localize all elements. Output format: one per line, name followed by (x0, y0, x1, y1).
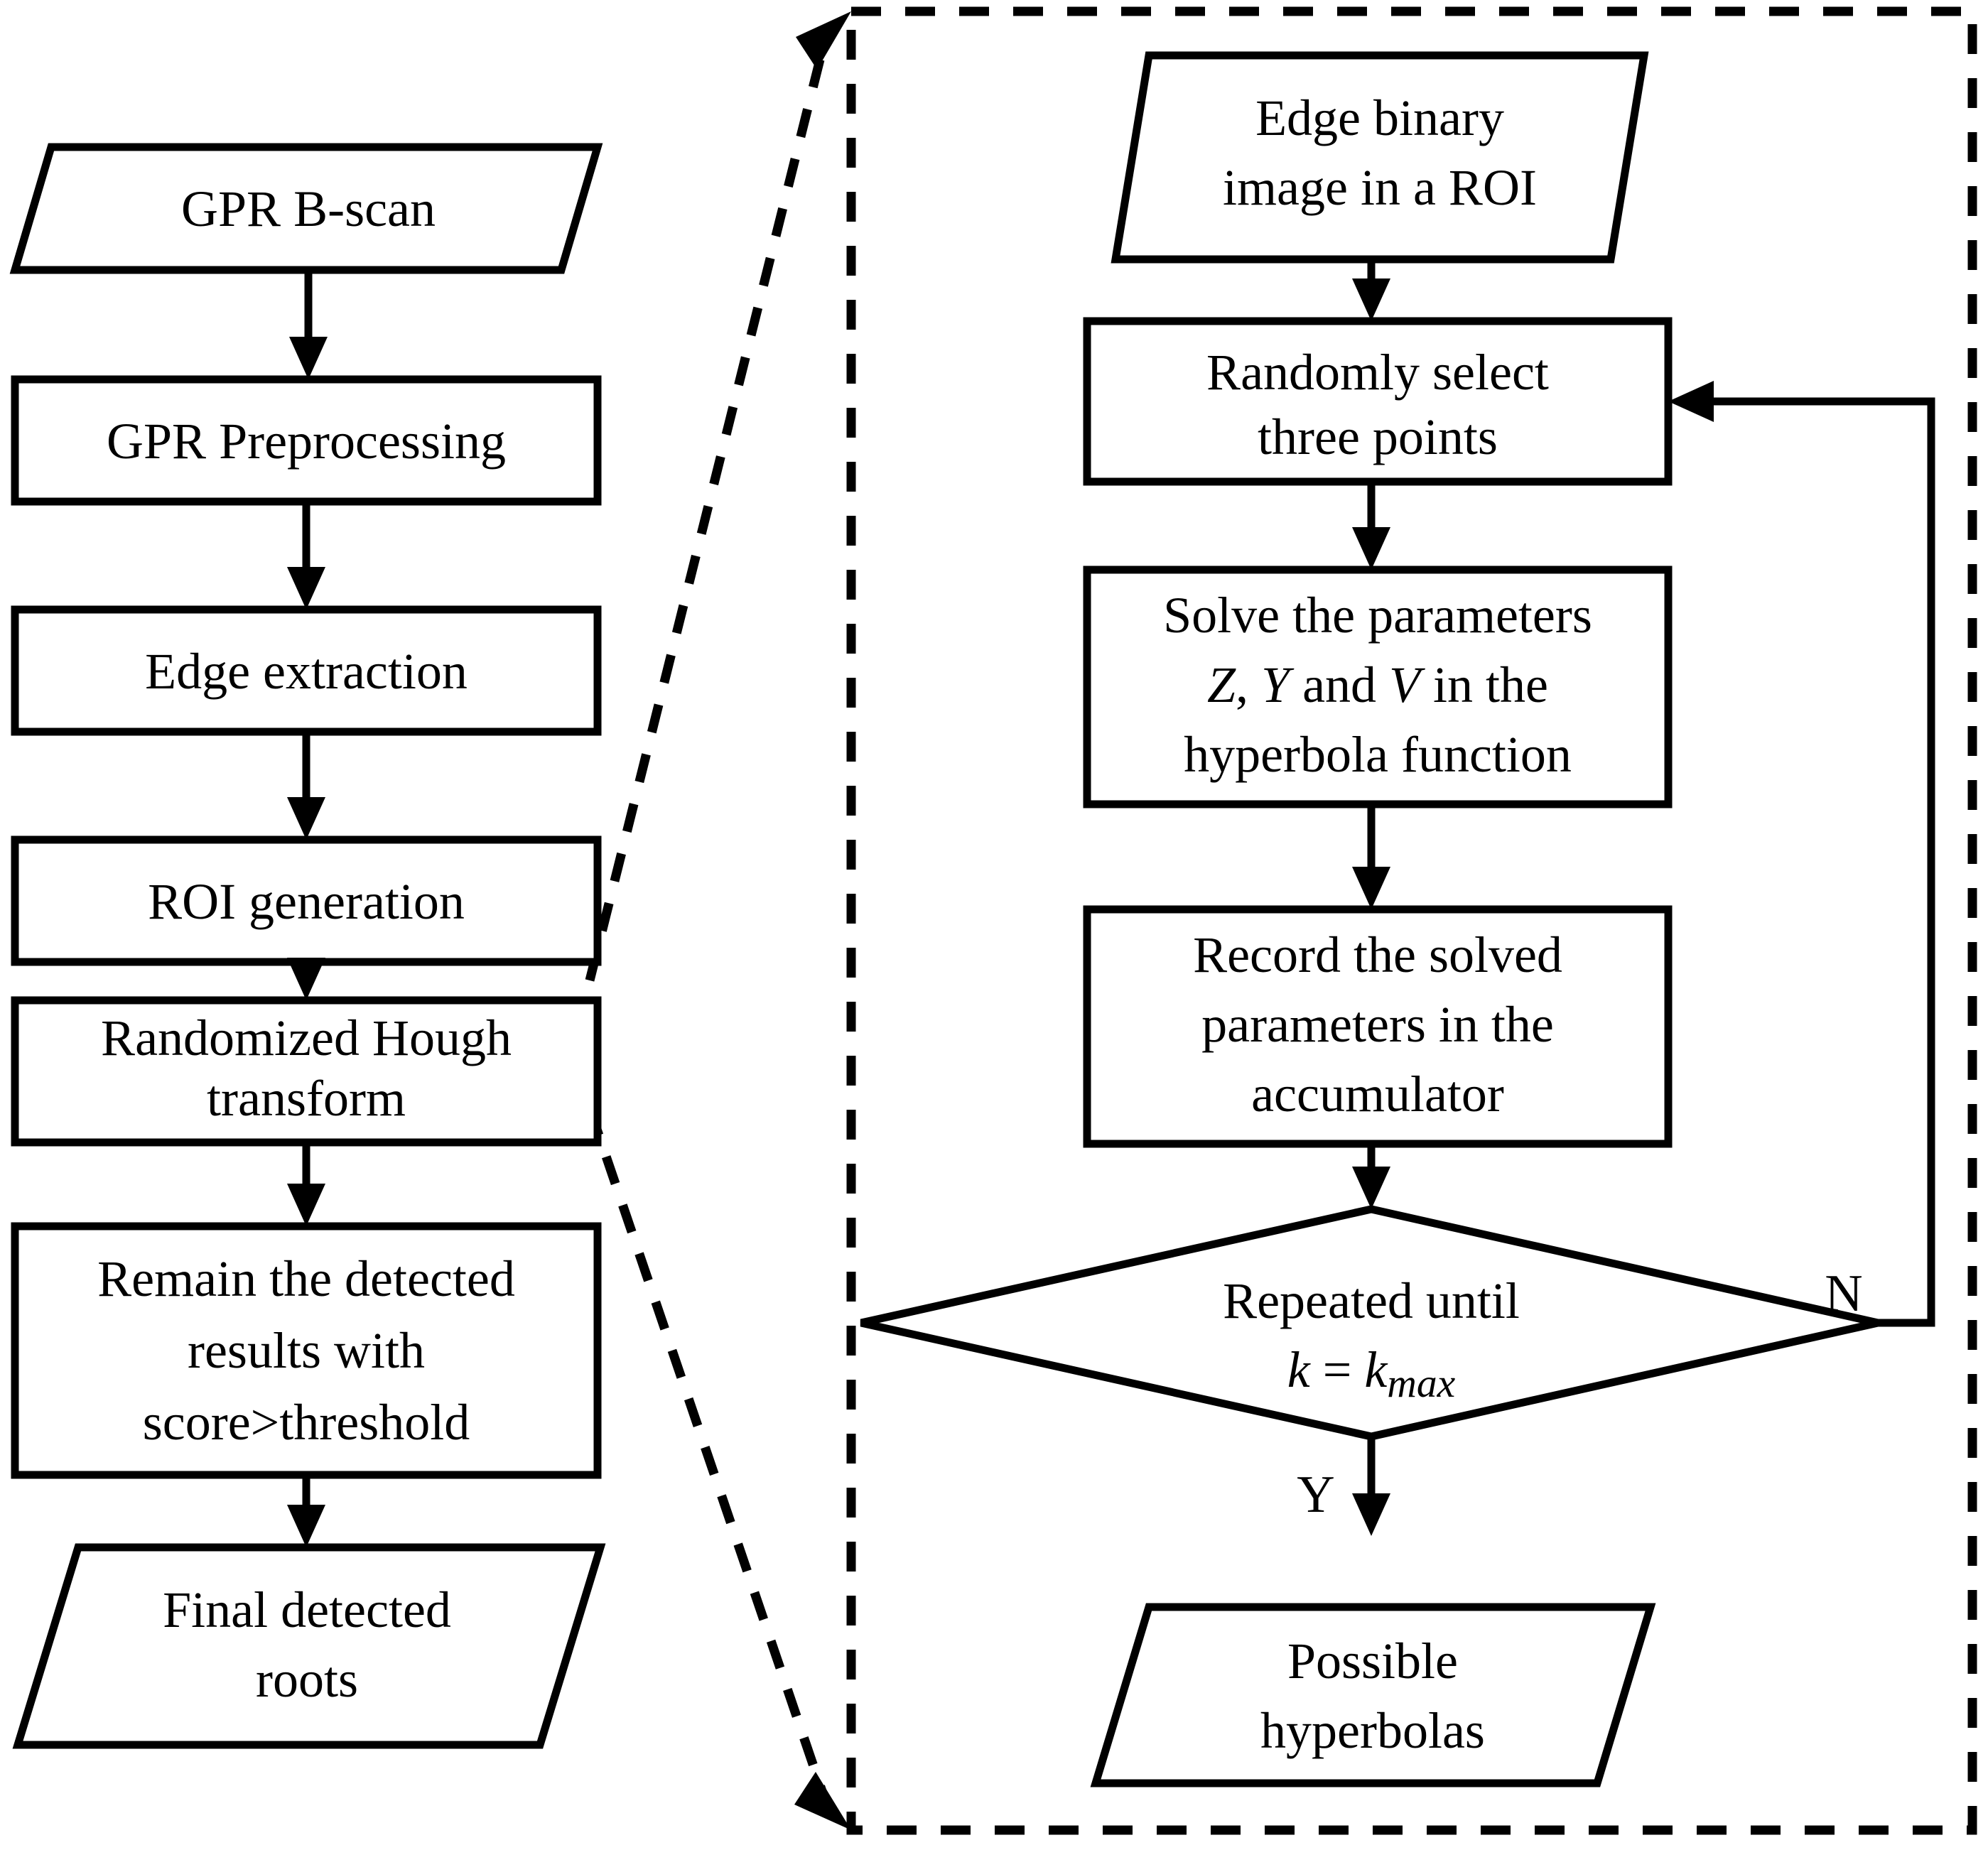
node-gpr-preprocessing-label: GPR Preprocessing (107, 413, 506, 470)
node-randomized-hough-transform-label-2: transform (207, 1070, 406, 1127)
node-record-solved-parameters-label-3: accumulator (1251, 1066, 1504, 1123)
node-record-solved-parameters[interactable] (1083, 905, 1673, 1148)
arrow-binary-to-random-select (1352, 278, 1390, 321)
node-solve-the-parameters[interactable] (1083, 566, 1673, 808)
node-edge-extraction-label: Edge extraction (145, 643, 468, 700)
var-z: Z (1207, 656, 1236, 713)
node-randomized-hough-transform-label: Randomized Hough (101, 1010, 512, 1066)
arrow-bscan-to-preprocessing (289, 337, 328, 379)
node-possible-hyperbolas-label: Possible (1287, 1633, 1458, 1689)
node-solve-the-parameters-line2: Z, Y and V in the (1207, 656, 1548, 713)
node-randomly-select-three-points-label-2: three points (1258, 409, 1498, 465)
node-remain-detected-results-label-2: results with (188, 1322, 425, 1379)
callout-line-top (585, 41, 829, 982)
node-final-detected-roots[interactable] (12, 1543, 606, 1749)
node-repeated-until-decision-line1: Repeated until (1223, 1272, 1520, 1329)
arrow-roi-to-hough (287, 958, 325, 1000)
node-record-solved-parameters-label: Record the solved (1193, 926, 1562, 983)
node-edge-binary-image-label-2: image in a ROI (1223, 159, 1537, 216)
arrow-preprocessing-to-edge-extraction (287, 567, 325, 610)
node-gpr-preprocessing[interactable] (11, 375, 602, 506)
node-edge-binary-image-label: Edge binary (1255, 90, 1504, 146)
node-solve-the-parameters-line1: Solve the parameters (1163, 587, 1592, 644)
var-v: V (1389, 656, 1425, 713)
edge-label-yes-branch: Y (1297, 1466, 1334, 1524)
arrow-no-branch-feedback (1668, 381, 1714, 422)
node-possible-hyperbolas-label-2: hyperbolas (1260, 1702, 1485, 1759)
var-k2: k (1364, 1341, 1388, 1398)
var-k: k (1287, 1341, 1312, 1398)
var-k-subscript-max: max (1387, 1361, 1455, 1406)
node-possible-hyperbolas[interactable] (1090, 1603, 1656, 1787)
arrow-solve-to-record (1352, 867, 1390, 909)
node-remain-detected-results-label-3: score>threshold (143, 1394, 470, 1451)
node-remain-detected-results[interactable] (11, 1222, 602, 1479)
node-final-detected-roots-label: Final detected (163, 1581, 451, 1638)
detail-panel-dashed-border (846, 6, 1977, 1835)
arrow-record-to-decision (1352, 1167, 1390, 1209)
node-repeated-until-decision-line2: k = kmax (1287, 1341, 1456, 1406)
arrow-hough-to-remain (287, 1184, 325, 1226)
arrow-random-select-to-solve (1352, 527, 1390, 570)
node-roi-generation-label: ROI generation (148, 873, 465, 930)
node-randomly-select-three-points-label: Randomly select (1206, 344, 1549, 401)
callout-arrow-top (796, 11, 851, 70)
node-solve-the-parameters-line3: hyperbola function (1184, 726, 1572, 783)
var-y: Y (1261, 656, 1295, 713)
edge-no-branch-feedback (1705, 397, 1935, 1327)
arrow-yes-branch (1352, 1493, 1390, 1536)
callout-line-bottom (585, 1106, 829, 1800)
callout-arrow-bottom (794, 1772, 851, 1830)
node-randomized-hough-transform[interactable] (11, 996, 602, 1147)
edge-label-no-branch: N (1825, 1265, 1862, 1323)
node-final-detected-roots-label-2: roots (256, 1651, 358, 1708)
node-edge-extraction[interactable] (11, 605, 602, 736)
node-gpr-b-scan-label: GPR B-scan (181, 180, 436, 237)
node-gpr-b-scan-shape[interactable] (9, 143, 603, 274)
node-remain-detected-results-label: Remain the detected (97, 1250, 515, 1307)
arrow-extraction-to-roi (287, 797, 325, 840)
node-record-solved-parameters-label-2: parameters in the (1201, 996, 1554, 1053)
arrow-remain-to-final-roots (287, 1505, 325, 1547)
node-edge-binary-image[interactable] (1111, 51, 1649, 264)
